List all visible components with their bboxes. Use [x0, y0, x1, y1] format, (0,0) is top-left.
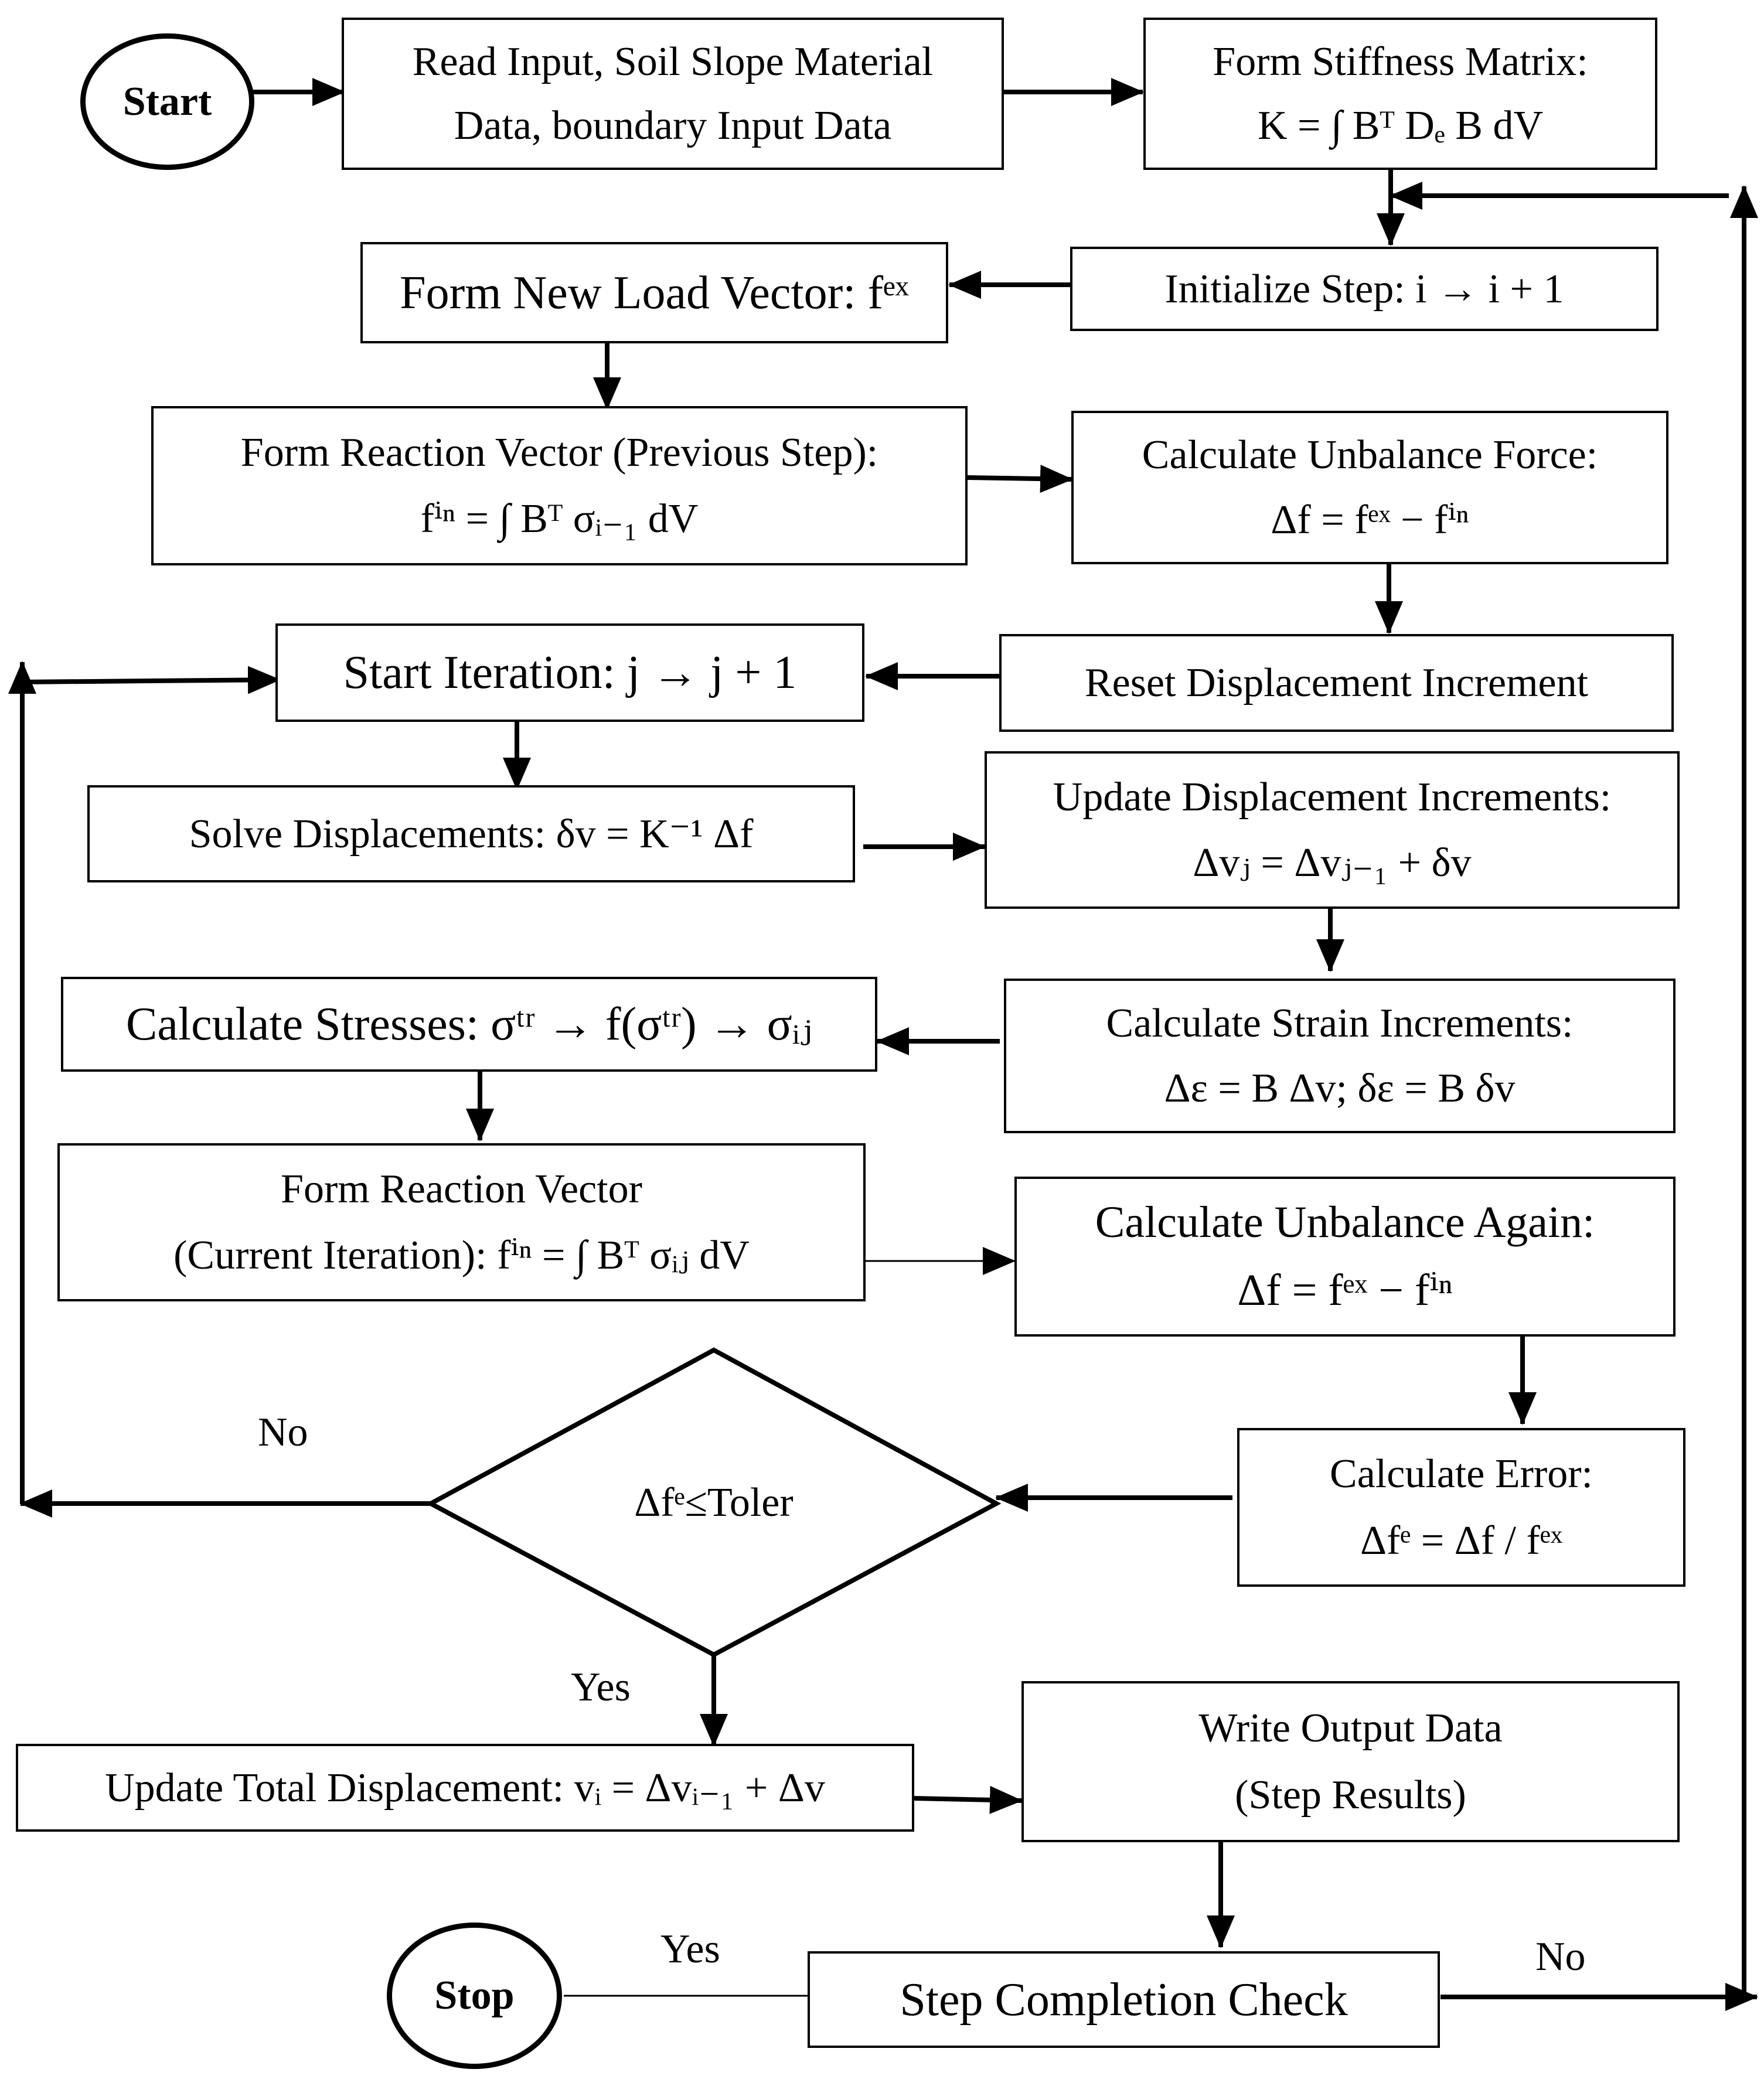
decision-text: Δfᵉ≤Toler: [634, 1480, 794, 1525]
stiffness-line1: Form Stiffness Matrix:: [1213, 39, 1588, 84]
read-input-box: Read Input, Soil Slope Material Data, bo…: [342, 18, 1004, 170]
reaction-prev-line1: Form Reaction Vector (Previous Step):: [240, 430, 878, 475]
start-iteration-box: Start Iteration: j → j + 1: [275, 623, 864, 722]
unbalance-line1: Calculate Unbalance Force:: [1142, 432, 1598, 478]
calc-error-line2: Δfᵉ = Δf / fᵉˣ: [1360, 1518, 1562, 1563]
load-vector-box: Form New Load Vector: fᵉˣ: [360, 242, 948, 343]
update-total-box: Update Total Displacement: vᵢ = Δvᵢ₋₁ + …: [16, 1744, 914, 1832]
yes-label-stop: Yes: [660, 1927, 720, 1972]
reaction-curr-box: Form Reaction Vector (Current Iteration)…: [57, 1143, 866, 1301]
arrow-reaction-to-unbalance: [965, 465, 1073, 493]
read-input-line2: Data, boundary Input Data: [454, 103, 892, 149]
reaction-curr-line2: (Current Iteration): fⁱⁿ = ∫ Bᵀ σᵢⱼ dV: [173, 1233, 750, 1278]
read-input-line1: Read Input, Soil Slope Material: [412, 39, 934, 84]
solve-displacements-label: Solve Displacements: δv = K⁻¹ Δf: [189, 811, 754, 857]
strain-inc-line2: Δε = B Δv; δε = B δv: [1164, 1066, 1516, 1111]
no-label-right: No: [1535, 1934, 1586, 1979]
strain-increments-box: Calculate Strain Increments: Δε = B Δv; …: [1004, 979, 1676, 1133]
write-output-line1: Write Output Data: [1198, 1705, 1503, 1751]
update-disp-inc-box: Update Displacement Increments: Δvⱼ = Δv…: [985, 751, 1680, 909]
unbalance-again-box: Calculate Unbalance Again: Δf = fᵉˣ − fⁱ…: [1014, 1177, 1676, 1337]
write-output-line2: (Step Results): [1235, 1773, 1466, 1818]
solve-displacements-box: Solve Displacements: δv = K⁻¹ Δf: [87, 785, 855, 882]
initialize-step-label: Initialize Step: i → i + 1: [1164, 266, 1564, 312]
yes-label-down: Yes: [571, 1665, 631, 1710]
calculate-error-box: Calculate Error: Δfᵉ = Δf / fᵉˣ: [1237, 1428, 1685, 1587]
update-disp-inc-line1: Update Displacement Increments:: [1053, 774, 1612, 820]
stop-label: Stop: [434, 1973, 515, 2018]
update-disp-inc-line2: Δvⱼ = Δvⱼ₋₁ + δv: [1193, 840, 1472, 886]
step-completion-label: Step Completion Check: [900, 1973, 1348, 2026]
decision-label: Δfᵉ≤Toler: [527, 1465, 900, 1541]
no-label-left: No: [258, 1410, 308, 1455]
reaction-prev-line2: fⁱⁿ = ∫ Bᵀ σᵢ₋₁ dV: [420, 496, 699, 542]
calculate-stresses-label: Calculate Stresses: σᵗʳ → f(σᵗʳ) → σᵢⱼ: [126, 998, 812, 1050]
start-terminal: Start: [80, 33, 254, 170]
write-output-box: Write Output Data (Step Results): [1021, 1681, 1680, 1842]
stop-terminal: Stop: [387, 1923, 562, 2069]
start-iteration-label: Start Iteration: j → j + 1: [343, 647, 797, 698]
step-completion-box: Step Completion Check: [808, 1951, 1440, 2048]
reaction-curr-line1: Form Reaction Vector: [281, 1167, 642, 1212]
start-label: Start: [122, 79, 212, 124]
reaction-prev-box: Form Reaction Vector (Previous Step): fⁱ…: [151, 406, 968, 565]
reset-displacement-label: Reset Displacement Increment: [1084, 660, 1589, 705]
load-vector-label: Form New Load Vector: fᵉˣ: [400, 267, 909, 319]
unbalance-again-line1: Calculate Unbalance Again:: [1095, 1197, 1595, 1247]
stiffness-matrix-box: Form Stiffness Matrix: K = ∫ Bᵀ Dₑ B dV: [1143, 18, 1657, 170]
calc-error-line1: Calculate Error:: [1330, 1451, 1593, 1497]
update-total-label: Update Total Displacement: vᵢ = Δvᵢ₋₁ + …: [105, 1765, 825, 1811]
reset-displacement-box: Reset Displacement Increment: [999, 634, 1674, 732]
unbalance-force-box: Calculate Unbalance Force: Δf = fᵉˣ − fⁱ…: [1071, 411, 1668, 564]
arrow-loop-to-startiter: [22, 666, 281, 694]
arrow-update-to-write: [914, 1785, 1023, 1814]
stiffness-line2: K = ∫ Bᵀ Dₑ B dV: [1258, 103, 1543, 149]
strain-inc-line1: Calculate Strain Increments:: [1106, 1001, 1574, 1046]
initialize-step-box: Initialize Step: i → i + 1: [1070, 247, 1659, 331]
calculate-stresses-box: Calculate Stresses: σᵗʳ → f(σᵗʳ) → σᵢⱼ: [61, 977, 877, 1072]
unbalance-line2: Δf = fᵉˣ − fⁱⁿ: [1271, 497, 1469, 543]
unbalance-again-line2: Δf = fᵉˣ − fⁱⁿ: [1237, 1265, 1453, 1315]
decision-diamond: [425, 1347, 1002, 1658]
